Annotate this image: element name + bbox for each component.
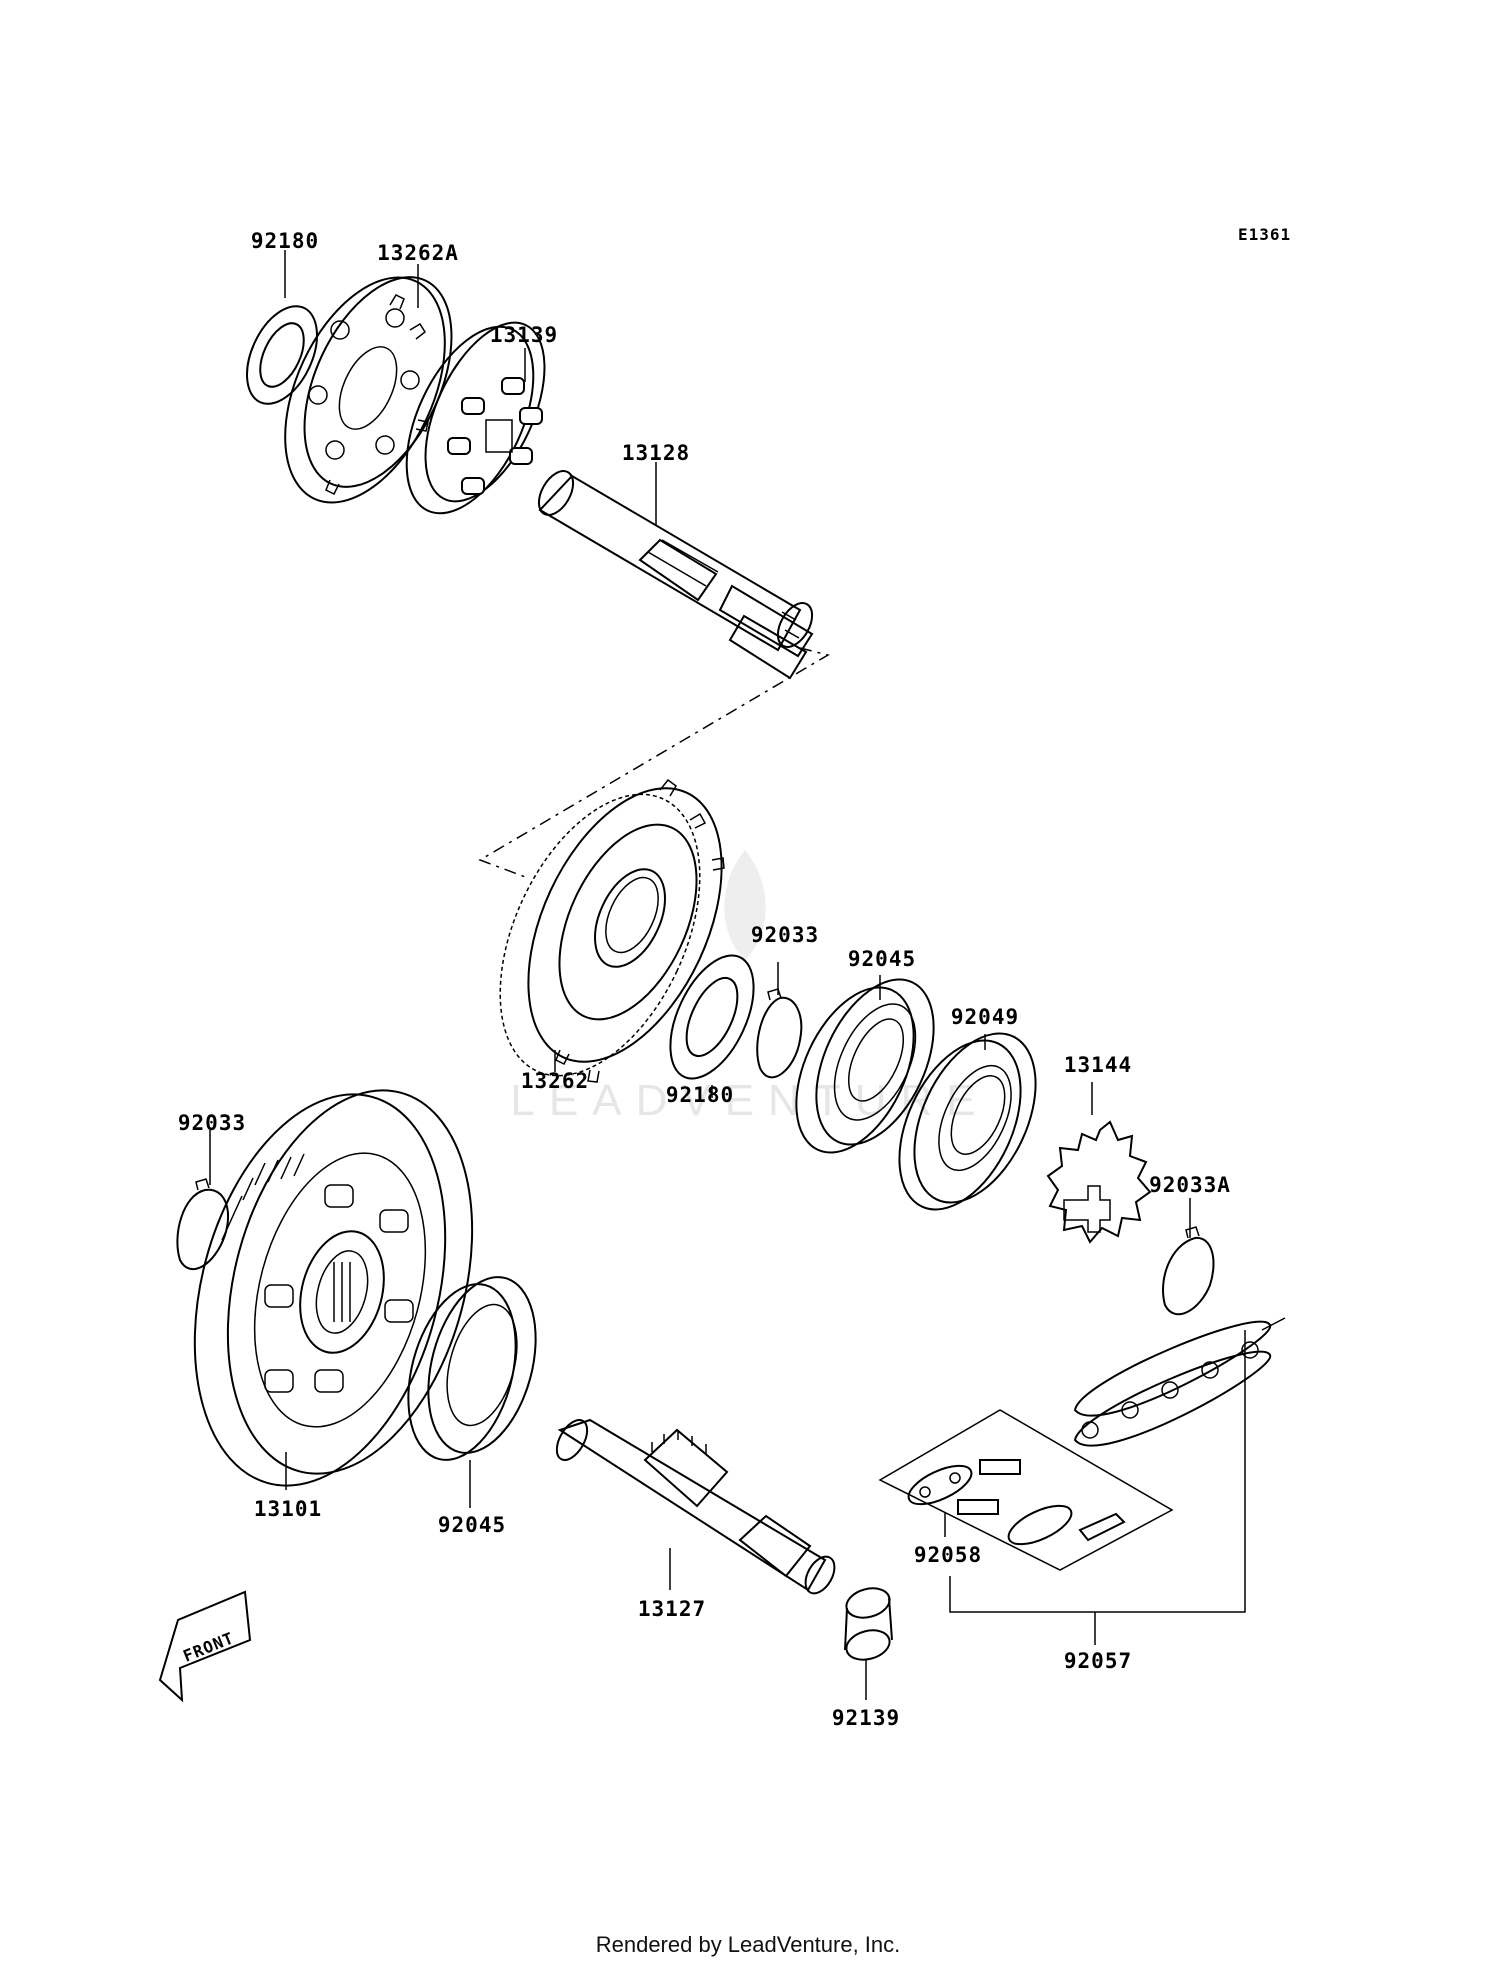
label-92058[interactable]: 92058 [914, 1543, 982, 1567]
bearing-92045-low[interactable] [390, 1265, 553, 1472]
damper-13139[interactable] [381, 305, 569, 533]
label-92049[interactable]: 92049 [951, 1005, 1019, 1029]
sprocket-13144[interactable] [1046, 1120, 1152, 1244]
label-92180-top[interactable]: 92180 [251, 229, 319, 253]
label-13262A[interactable]: 13262A [377, 241, 459, 265]
circlip-92033-mid[interactable] [756, 988, 803, 1079]
label-13262[interactable]: 13262 [521, 1069, 589, 1093]
front-label: FRONT [180, 1628, 236, 1666]
label-92033-left[interactable]: 92033 [178, 1111, 246, 1135]
label-13127[interactable]: 13127 [638, 1597, 706, 1621]
circlip-92033A[interactable] [1162, 1226, 1215, 1316]
label-13101[interactable]: 13101 [254, 1497, 322, 1521]
label-92033-mid[interactable]: 92033 [751, 923, 819, 947]
shaft-13127[interactable] [551, 1415, 841, 1598]
leader-lines [209, 250, 1246, 1700]
label-13144[interactable]: 13144 [1064, 1053, 1132, 1077]
bearing-92045-mid[interactable] [772, 961, 957, 1171]
drive-chain[interactable] [1073, 1317, 1286, 1447]
label-13139[interactable]: 13139 [490, 323, 558, 347]
front-arrow: FRONT [158, 1590, 252, 1703]
gear-13262A[interactable] [253, 253, 482, 528]
label-92180-mid[interactable]: 92180 [666, 1083, 734, 1107]
joint-kit-92058[interactable] [878, 1409, 1174, 1571]
label-92045-mid[interactable]: 92045 [848, 947, 916, 971]
label-13128[interactable]: 13128 [622, 441, 690, 465]
seal-92049[interactable] [875, 1014, 1060, 1228]
footer-credit: Rendered by LeadVenture, Inc. [596, 1932, 901, 1957]
assembly-link-line [478, 647, 830, 879]
label-92139[interactable]: 92139 [832, 1706, 900, 1730]
collar-92139[interactable] [843, 1584, 893, 1664]
circlip-92033-left[interactable] [176, 1178, 230, 1271]
label-92057[interactable]: 92057 [1064, 1649, 1132, 1673]
diagram-code: E1361 [1238, 225, 1291, 244]
label-92045-low[interactable]: 92045 [438, 1513, 506, 1537]
label-92033A[interactable]: 92033A [1149, 1173, 1231, 1197]
washer-92180-top[interactable] [233, 295, 331, 415]
shaft-13128[interactable] [532, 465, 819, 680]
gear-13262[interactable] [460, 758, 761, 1107]
washer-92180-mid[interactable] [653, 943, 770, 1091]
gear-13101[interactable] [154, 1063, 512, 1514]
